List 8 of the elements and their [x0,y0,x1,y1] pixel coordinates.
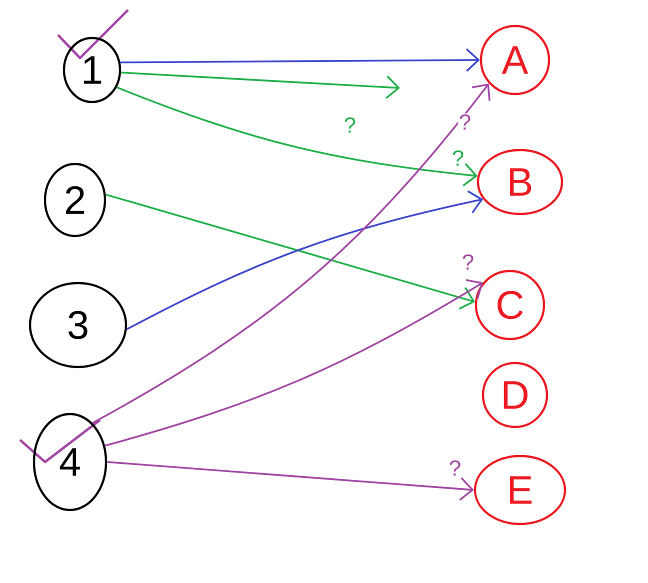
arrow [116,86,478,186]
arrow [104,279,484,447]
arrow [120,72,400,99]
arrow [106,194,476,310]
arrow [92,83,490,424]
arrow [107,461,474,501]
arrow [126,190,484,330]
arrow [120,48,480,72]
